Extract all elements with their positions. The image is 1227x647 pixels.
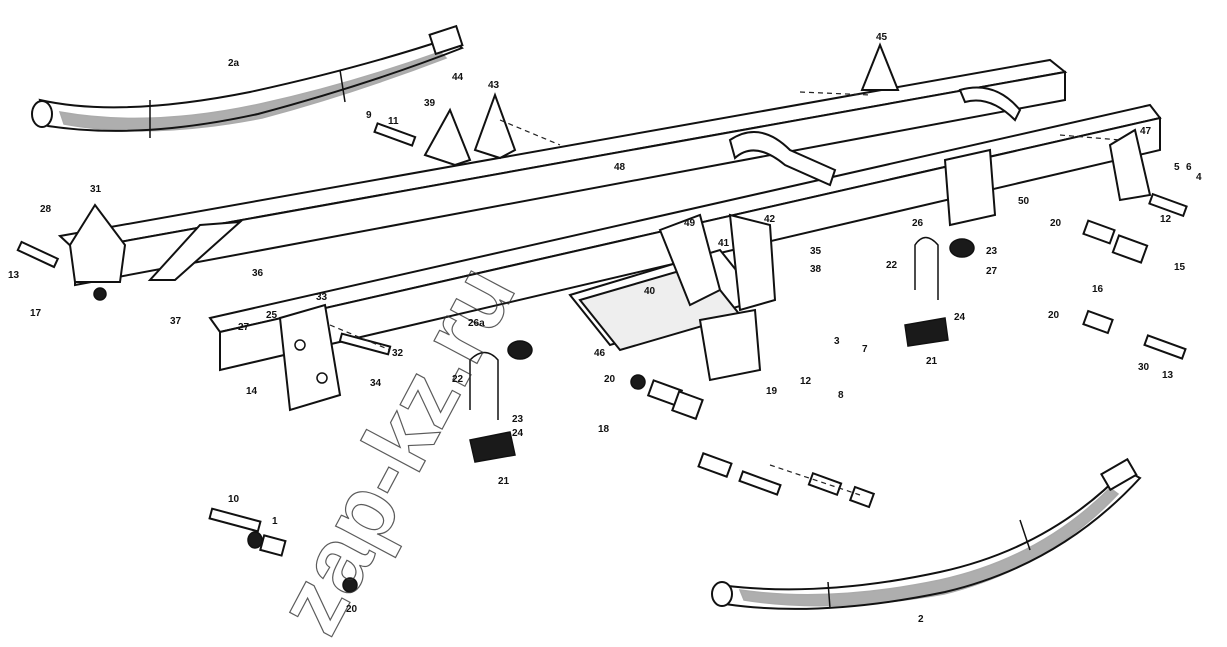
callout-13b: 13 — [1162, 370, 1174, 381]
callout-24: 24 — [512, 428, 524, 439]
callout-9: 9 — [366, 110, 372, 121]
callout-26a: 26a — [468, 318, 485, 329]
callout-31: 31 — [90, 184, 102, 195]
callout-23b: 23 — [986, 246, 998, 257]
callout-44: 44 — [452, 72, 464, 83]
callout-28: 28 — [40, 204, 52, 215]
callout-2: 2 — [918, 614, 924, 625]
callout-2a: 2a — [228, 58, 240, 69]
callout-49: 49 — [684, 218, 696, 229]
callout-18: 18 — [598, 424, 610, 435]
callout-23: 23 — [512, 414, 524, 425]
pin-set-lower-left — [208, 507, 358, 593]
callout-39: 39 — [424, 98, 436, 109]
callout-25: 25 — [266, 310, 278, 321]
leaf-spring-upper — [31, 24, 464, 138]
alignment-lines — [329, 91, 1121, 496]
callout-27b: 27 — [986, 266, 998, 277]
callout-14: 14 — [246, 386, 258, 397]
callout-8: 8 — [838, 390, 844, 401]
callout-35: 35 — [810, 246, 822, 257]
bracket-upper-middle — [423, 92, 517, 167]
callout-7: 7 — [862, 344, 868, 355]
pin-set-center — [630, 374, 876, 509]
callout-42: 42 — [764, 214, 776, 225]
callout-1: 1 — [272, 516, 278, 527]
callout-13: 13 — [8, 270, 20, 281]
callout-16: 16 — [1092, 284, 1104, 295]
callout-43: 43 — [488, 80, 500, 91]
bracket-front-left — [68, 203, 127, 301]
callout-24b: 24 — [954, 312, 966, 323]
callout-20d: 20 — [346, 604, 358, 615]
callout-17: 17 — [30, 308, 42, 319]
u-bolt-middle — [469, 351, 516, 463]
callout-6: 6 — [1186, 162, 1192, 173]
callout-30: 30 — [1138, 362, 1150, 373]
callout-20a: 20 — [1050, 218, 1062, 229]
callout-12a: 12 — [1160, 214, 1172, 225]
u-bolt-right — [904, 236, 949, 347]
callout-38: 38 — [810, 264, 822, 275]
callout-33: 33 — [316, 292, 328, 303]
callout-32: 32 — [392, 348, 404, 359]
callout-19: 19 — [766, 386, 778, 397]
leaf-spring-lower — [711, 457, 1142, 610]
callout-20b: 20 — [1048, 310, 1060, 321]
callout-21: 21 — [498, 476, 510, 487]
callout-labels: 2a 2 44 43 39 9 11 31 28 13 17 37 36 33 … — [8, 32, 1202, 625]
callout-21b: 21 — [926, 356, 938, 367]
plate-left-middle — [278, 303, 342, 412]
callout-12b: 12 — [800, 376, 812, 387]
callout-5: 5 — [1174, 162, 1180, 173]
callout-26: 26 — [912, 218, 924, 229]
callout-15: 15 — [1174, 262, 1186, 273]
callout-40: 40 — [644, 286, 656, 297]
rubber-bumpers — [507, 238, 975, 360]
callout-47: 47 — [1140, 126, 1152, 137]
callout-50: 50 — [1018, 196, 1030, 207]
callout-4: 4 — [1196, 172, 1202, 183]
callout-48: 48 — [614, 162, 626, 173]
callout-36: 36 — [252, 268, 264, 279]
frame-rail-left — [57, 58, 1068, 287]
callout-27: 27 — [238, 322, 250, 333]
callout-45: 45 — [876, 32, 888, 43]
bracket-center — [658, 213, 777, 382]
callout-41: 41 — [718, 238, 730, 249]
callout-34: 34 — [370, 378, 382, 389]
callout-11: 11 — [388, 116, 399, 127]
bracket-right-rail — [943, 128, 1152, 227]
callout-22: 22 — [452, 374, 464, 385]
callout-37: 37 — [170, 316, 182, 327]
pin-set-right — [16, 122, 1188, 360]
callout-10: 10 — [228, 494, 240, 505]
callout-22b: 22 — [886, 260, 898, 271]
callout-20c: 20 — [604, 374, 616, 385]
callout-46: 46 — [594, 348, 606, 359]
bracket-top-right — [860, 42, 900, 91]
callout-3: 3 — [834, 336, 840, 347]
